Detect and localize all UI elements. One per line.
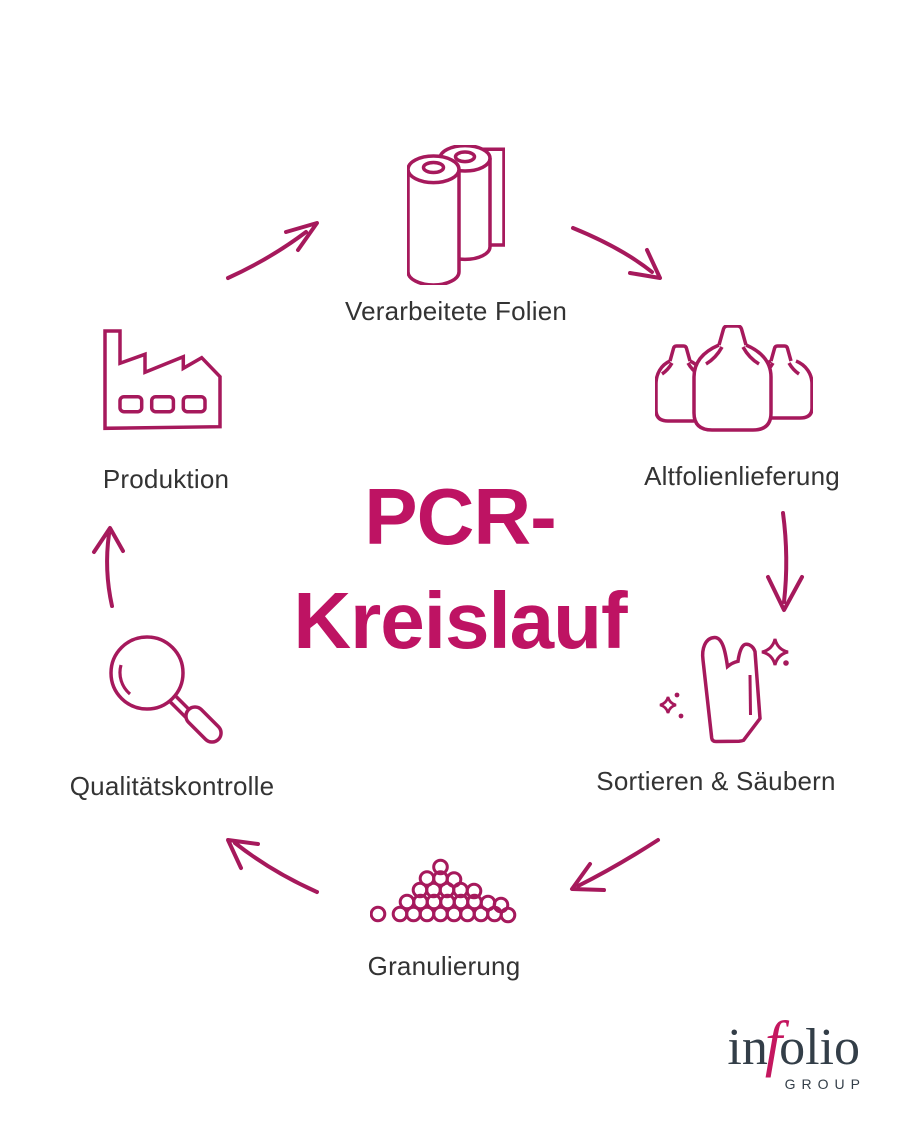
arrow-folien-to-altfolien: [571, 226, 662, 280]
film-rolls-icon: [407, 145, 505, 285]
plastic-bag-sparkles-icon: [655, 605, 790, 745]
arrow-sortieren-to-granulierung: [570, 838, 660, 892]
page-title-line2: Kreislauf: [293, 576, 627, 665]
logo-wordmark-part2: olio: [779, 1019, 860, 1076]
logo-wordmark: infolio: [700, 1013, 860, 1076]
magnifier-icon: [105, 628, 230, 753]
waste-bags-icon: [655, 325, 813, 433]
factory-icon: [103, 329, 223, 431]
page-title: PCR- Kreislauf: [160, 465, 760, 673]
arrow-altfolien-to-sortieren: [766, 511, 804, 612]
stage-label-verarbeitete-folien: Verarbeitete Folien: [344, 296, 568, 326]
stage-label-altfolienlieferung: Altfolienlieferung: [644, 461, 840, 491]
stage-label-sortieren-saeubern: Sortieren & Säubern: [596, 766, 836, 796]
granulate-pile-icon: [370, 845, 518, 925]
arrow-qualitaet-to-produktion: [92, 526, 125, 608]
stage-label-qualitaetskontrolle: Qualitätskontrolle: [69, 771, 275, 801]
logo-wordmark-part1: in: [727, 1019, 768, 1076]
arrow-produktion-to-folien: [226, 221, 319, 280]
logo-wordmark-accent-f: f: [764, 1010, 783, 1078]
arrow-granulierung-to-qualitaet: [226, 838, 319, 894]
page-title-line1: PCR-: [364, 472, 557, 561]
stage-label-produktion: Produktion: [102, 464, 230, 494]
infolio-group-logo: infolio GROUP: [700, 1013, 860, 1092]
stage-label-granulierung: Granulierung: [367, 951, 521, 981]
logo-subtitle: GROUP: [784, 1076, 866, 1092]
